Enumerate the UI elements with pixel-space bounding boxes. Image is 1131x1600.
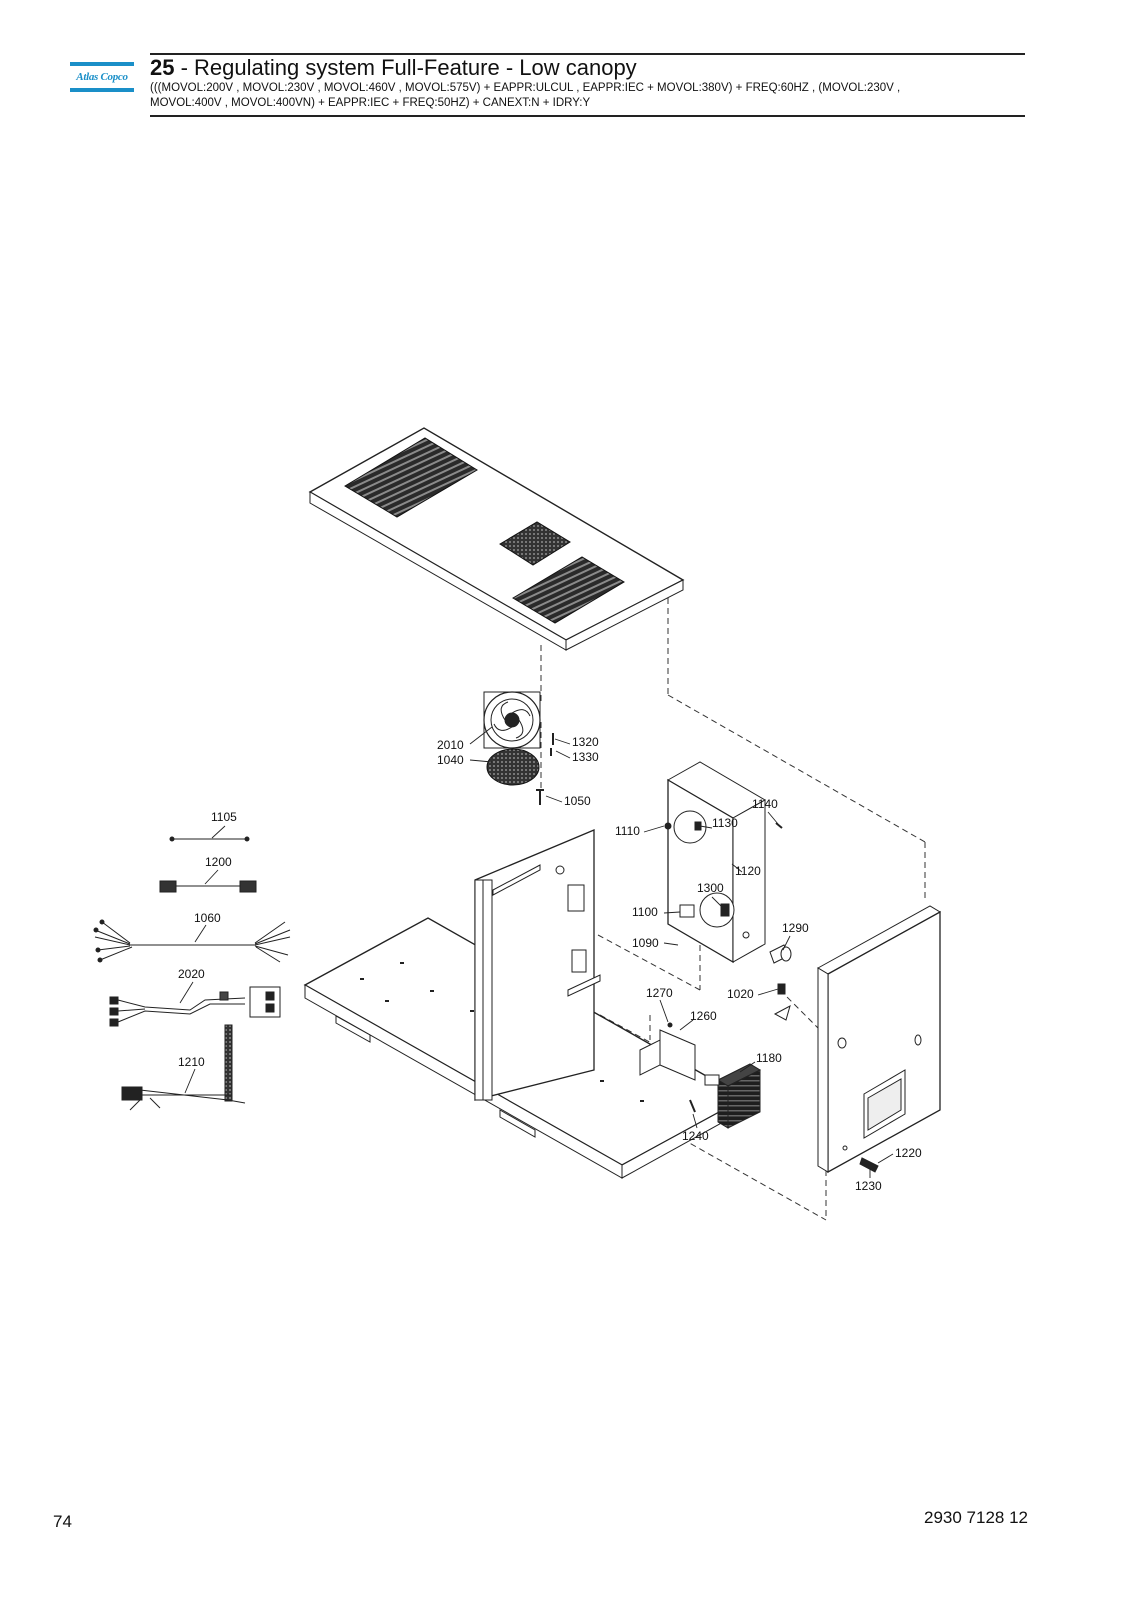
- callout-labels: 2010 1040 1320 1330 1050 1105 1200 1060 …: [178, 735, 922, 1193]
- callout-1040: 1040: [437, 753, 464, 767]
- bracket-1270-1260: [639, 1022, 696, 1081]
- cable-harness-2020: [109, 986, 281, 1027]
- part-1140: [775, 822, 783, 829]
- callout-1220: 1220: [895, 1146, 922, 1160]
- fitting-1220-1230: [859, 1157, 879, 1173]
- page-title: 25 - Regulating system Full-Feature - Lo…: [150, 55, 637, 81]
- callout-1300: 1300: [697, 881, 724, 895]
- header-rule-bottom: [150, 115, 1025, 117]
- applicability-conditions: (((MOVOL:200V , MOVOL:230V , MOVOL:460V …: [150, 81, 1010, 111]
- electrical-cabinet: [666, 761, 767, 964]
- divider-wall: [474, 829, 601, 1101]
- component-1290: [769, 944, 792, 964]
- callout-2020: 2020: [178, 967, 205, 981]
- canopy-roof-panel: [308, 427, 685, 651]
- document-number: 2930 7128 12: [924, 1508, 1028, 1527]
- heatsink-1180: [704, 1063, 762, 1129]
- callout-1330: 1330: [572, 750, 599, 764]
- callout-1100: 1100: [632, 905, 658, 919]
- condition-line-1: (((MOVOL:200V , MOVOL:230V , MOVOL:460V …: [150, 82, 901, 94]
- leader-lines: [179, 726, 894, 1178]
- section-number: 25: [150, 55, 175, 80]
- header-rule-top: [150, 53, 1025, 55]
- side-door-panel: [816, 905, 942, 1174]
- cable-harness-1060: [93, 919, 291, 963]
- condition-line-2: MOVOL:400V , MOVOL:400VN) + EAPPR:IEC + …: [150, 97, 591, 109]
- callout-1120: 1120: [735, 864, 761, 878]
- logo-text: Atlas Copco: [76, 71, 128, 83]
- cable-harness-1210: [121, 1024, 246, 1111]
- cable-1200: [159, 880, 257, 893]
- callout-1050: 1050: [564, 794, 591, 808]
- callout-1210: 1210: [178, 1055, 205, 1069]
- callout-1060: 1060: [194, 911, 221, 925]
- callout-1140: 1140: [752, 797, 778, 811]
- logo-bar-top: [70, 62, 134, 66]
- screw-1240: [689, 1099, 696, 1113]
- cable-1105: [169, 836, 250, 842]
- callout-1230: 1230: [855, 1179, 882, 1193]
- callout-1290: 1290: [782, 921, 809, 935]
- section-title: - Regulating system Full-Feature - Low c…: [174, 55, 637, 80]
- callout-1320: 1320: [572, 735, 599, 749]
- callout-1240: 1240: [682, 1129, 709, 1143]
- callout-1270: 1270: [646, 986, 673, 1000]
- callout-2010: 2010: [437, 738, 464, 752]
- callout-1105: 1105: [211, 810, 237, 824]
- sensor-1050: [536, 789, 544, 805]
- logo-bar-bottom: [70, 88, 134, 92]
- part-1110: [664, 822, 672, 830]
- callout-1260: 1260: [690, 1009, 717, 1023]
- callout-1130: 1130: [712, 816, 738, 830]
- callout-1020: 1020: [727, 987, 754, 1001]
- atlas-copco-logo: Atlas Copco: [70, 62, 134, 94]
- page-number: 74: [53, 1512, 72, 1531]
- callout-1110: 1110: [615, 824, 640, 838]
- callout-1200: 1200: [205, 855, 232, 869]
- fan-guard: [486, 748, 540, 786]
- callout-1180: 1180: [756, 1051, 782, 1065]
- callout-1090: 1090: [632, 936, 659, 950]
- cooling-fan: [483, 691, 541, 749]
